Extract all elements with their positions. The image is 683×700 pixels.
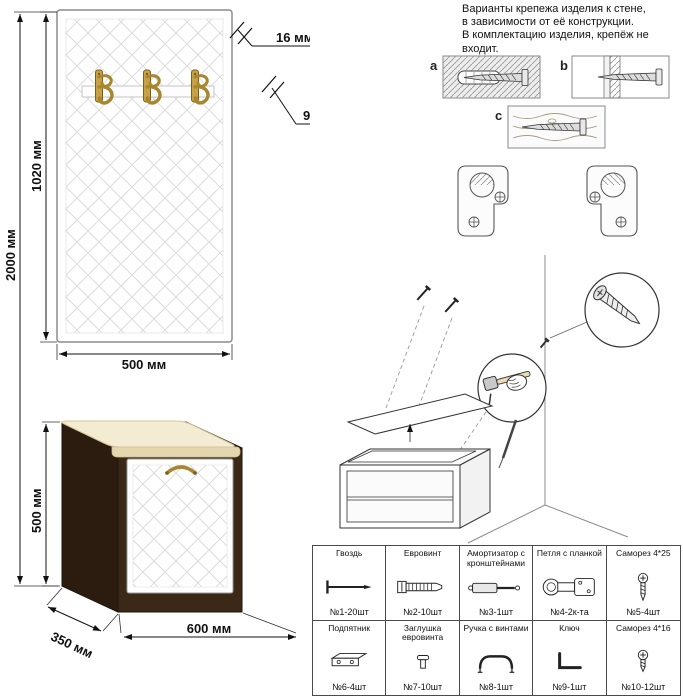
dim-panel-height-label: 1020 мм — [29, 140, 44, 192]
dim-bench-height-label: 500 мм — [29, 488, 44, 533]
part-qty: №7-10шт — [403, 682, 443, 692]
lid-panel — [346, 393, 494, 435]
part-name: Евровинт — [403, 548, 442, 558]
dim-panel-width: 500 мм — [56, 344, 233, 372]
part-qty: №5-4шт — [626, 606, 661, 617]
handle-icon — [477, 655, 515, 674]
part-cell-confirmat: Евровинт №2-10шт — [386, 546, 460, 621]
part-name: Саморез 4*16 — [616, 622, 671, 633]
hand-icon — [506, 374, 528, 391]
dim-panel-width-label: 500 мм — [122, 357, 167, 372]
handle-ferrule — [165, 471, 169, 475]
part-name: Заглушка евровинта — [402, 622, 444, 643]
parts-table: Гвоздь №1-20шт Евровинт №2 — [312, 545, 681, 696]
fastening-options: a b c — [430, 55, 670, 149]
dim-bench-width: 600 мм — [118, 612, 297, 640]
screw-icon — [638, 650, 649, 673]
screwdriver-icon — [501, 419, 518, 459]
option-c-label: c — [495, 108, 502, 123]
hammer-icon — [482, 375, 499, 391]
part-cell-key: Ключ №9-1шт — [533, 620, 607, 695]
nail-icon — [326, 580, 372, 594]
part-name: Ключ — [559, 622, 580, 633]
notes-line: в зависимости от её конструкции. — [462, 16, 634, 29]
part-cell-hinge: Петля с планкой №4-2к-та — [533, 546, 607, 621]
part-name: Амортизатор с кронштейнами — [467, 548, 525, 568]
handle-icon — [165, 465, 197, 475]
part-qty: №8-1шт — [478, 682, 513, 692]
part-cell-screw-4x16: Саморез 4*16 №10-12шт — [607, 621, 680, 696]
option-a: a — [430, 55, 541, 99]
dim-bench-height: 500 мм — [29, 421, 60, 587]
part-name: Саморез 4*25 — [616, 548, 671, 558]
part-cell-glide: Подпятник №6-4шт — [313, 620, 387, 695]
part-cell-cap: Заглушка евровинта №7-10шт — [386, 620, 460, 695]
option-c: c — [495, 105, 606, 149]
hammer-hand-detail — [477, 353, 547, 469]
screw-detail-magnifier — [539, 272, 660, 349]
bench-drawing — [61, 420, 243, 613]
wall-bracket-right — [586, 165, 638, 237]
option-b-label: b — [560, 58, 568, 73]
confirmat-screw-icon — [396, 581, 442, 594]
notes-line: В комплектацию изделия, крепёж не — [462, 29, 649, 42]
notes-line: входит. — [462, 42, 499, 55]
part-qty: №6-4шт — [332, 682, 367, 692]
cushion-top — [61, 420, 235, 448]
dim-bench-depth-label: 350 мм — [49, 629, 96, 661]
wall-panel-drawing — [56, 9, 233, 343]
loose-screw-icon — [444, 297, 460, 313]
part-qty: №2-10шт — [403, 606, 443, 617]
hex-key-icon — [558, 652, 583, 670]
mounting-notes: Варианты крепежа изделия к стене, в зави… — [462, 3, 680, 56]
magnified-screw-icon — [593, 285, 641, 325]
wood-knot — [547, 118, 557, 124]
part-qty: №1-20шт — [329, 606, 369, 617]
option-b: b — [560, 55, 670, 99]
hinge-icon — [543, 578, 596, 597]
cap-plug-icon — [416, 654, 429, 669]
notes-line: Варианты крепежа изделия к стене, — [462, 3, 646, 15]
dim-hook-offset: 93 мм — [261, 75, 310, 125]
part-cell-screw-4x25: Саморез 4*25 №5-4шт — [606, 546, 680, 621]
part-cell-handle: Ручка с винтами №8-1шт — [460, 620, 534, 695]
part-cell-nail: Гвоздь №1-20шт — [313, 546, 387, 621]
part-qty: №3-1шт — [478, 606, 513, 617]
dim-hook-offset-label: 93 мм — [303, 108, 310, 123]
part-name: Петля с планкой — [536, 548, 602, 558]
cabinet-carcass — [339, 448, 491, 529]
dim-thickness: 16 мм — [229, 21, 310, 47]
part-name: Ручка с винтами — [463, 622, 529, 633]
part-name: Подпятник — [328, 622, 371, 633]
assembly-illustration — [339, 165, 660, 544]
option-a-label: a — [430, 58, 438, 73]
bench-side-face — [61, 421, 119, 613]
dim-total-height-label: 2000 мм — [3, 229, 18, 281]
cushion-edge — [111, 446, 241, 458]
dim-bench-width-label: 600 мм — [187, 621, 232, 636]
gas-lift-icon — [468, 582, 521, 593]
technical-drawing-left: 2000 мм 1020 мм 500 мм 16 мм — [3, 9, 310, 661]
screw-icon — [638, 573, 649, 602]
dim-thickness-label: 16 мм — [276, 30, 310, 45]
foot-glide-icon — [330, 653, 368, 667]
dim-panel-height: 1020 мм — [29, 11, 57, 343]
wall-bracket-left — [457, 165, 509, 237]
part-qty: №9-1шт — [552, 682, 587, 692]
part-qty: №10-12шт — [621, 682, 666, 692]
loose-screw-icon — [416, 285, 432, 301]
part-cell-gas-lift: Амортизатор с кронштейнами №3-1шт — [459, 546, 534, 621]
handle-ferrule — [193, 471, 197, 475]
part-qty: №4-2к-та — [550, 606, 589, 617]
part-name: Гвоздь — [336, 548, 363, 558]
